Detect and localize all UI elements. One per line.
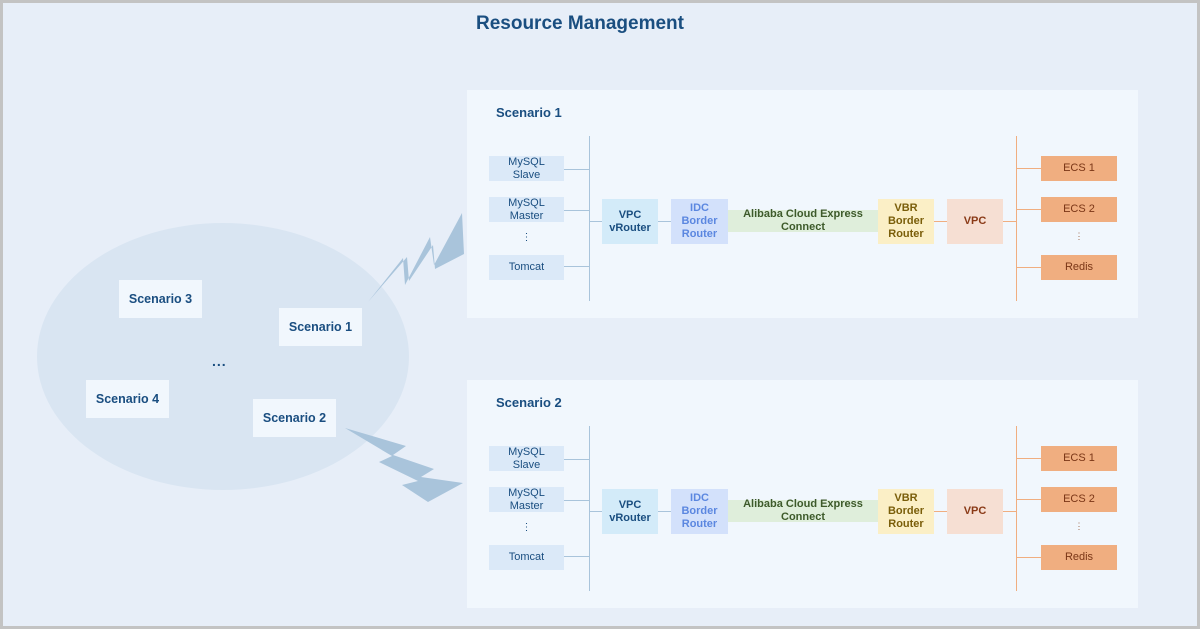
services-ellipsis: ⋮ [1074,521,1084,531]
node-ecs-2: ECS 2 [1041,487,1117,512]
node-vpc: VPC [947,489,1003,534]
service-bus-line [1016,136,1017,301]
node-vbr-border-router: VBR Border Router [878,199,934,244]
node-vpc-vrouter: VPC vRouter [602,489,658,534]
connection-bolts [345,213,464,502]
scenario-chip-1: Scenario 1 [279,308,362,346]
panel-title: Scenario 1 [496,105,562,120]
connector-line [564,169,589,170]
connector-line [564,556,589,557]
node-idc-border-router: IDC Border Router [671,489,728,534]
app-bus-line [589,136,590,301]
lightning-bolt-icon-1 [368,213,464,302]
node-mysql-master: MySQL Master [489,197,564,222]
node-vpc: VPC [947,199,1003,244]
connector-line [564,500,589,501]
connector-line [1016,168,1041,169]
connector-line [564,266,589,267]
scenario-chip-3: Scenario 3 [119,280,202,318]
connector-line [934,221,947,222]
node-ecs-1: ECS 1 [1041,446,1117,471]
connector-line [589,221,602,222]
node-mysql-master: MySQL Master [489,487,564,512]
connector-line [1003,221,1016,222]
connector-line [564,210,589,211]
scenario-chip-2: Scenario 2 [253,399,336,437]
node-redis: Redis [1041,545,1117,570]
apps-ellipsis: ⋮ [521,232,532,243]
apps-ellipsis: ⋮ [521,522,532,533]
connector-line [1016,557,1041,558]
node-idc-border-router: IDC Border Router [671,199,728,244]
service-bus-line [1016,426,1017,591]
node-mysql-slave: MySQL Slave [489,156,564,181]
scenario-panel-2: Scenario 2 MySQL Slave MySQL Master ⋮ To… [467,380,1138,608]
node-tomcat: Tomcat [489,545,564,570]
scenario-cloud [37,223,409,490]
connector-line [934,511,947,512]
diagram-canvas: Resource Management Scenario 3 Scenario … [3,3,1197,626]
app-bus-line [589,426,590,591]
lightning-bolt-icon-2 [345,428,463,502]
node-vpc-vrouter: VPC vRouter [602,199,658,244]
node-redis: Redis [1041,255,1117,280]
node-tomcat: Tomcat [489,255,564,280]
more-scenarios-ellipsis: ... [212,353,227,369]
services-ellipsis: ⋮ [1074,231,1084,241]
scenario-panel-1: Scenario 1 MySQL Slave MySQL Master ⋮ To… [467,90,1138,318]
connector-line [589,511,602,512]
connector-line [1003,511,1016,512]
node-express-connect: Alibaba Cloud Express Connect [728,208,878,233]
node-express-connect: Alibaba Cloud Express Connect [728,498,878,523]
node-ecs-2: ECS 2 [1041,197,1117,222]
diagram-title: Resource Management [475,13,684,34]
panel-title: Scenario 2 [496,395,562,410]
connector-line [1016,209,1041,210]
connector-line [658,511,671,512]
connector-line [1016,499,1041,500]
node-vbr-border-router: VBR Border Router [878,489,934,534]
scenario-chip-4: Scenario 4 [86,380,169,418]
connector-line [1016,458,1041,459]
node-ecs-1: ECS 1 [1041,156,1117,181]
connector-line [658,221,671,222]
node-mysql-slave: MySQL Slave [489,446,564,471]
connector-line [1016,267,1041,268]
connector-line [564,459,589,460]
